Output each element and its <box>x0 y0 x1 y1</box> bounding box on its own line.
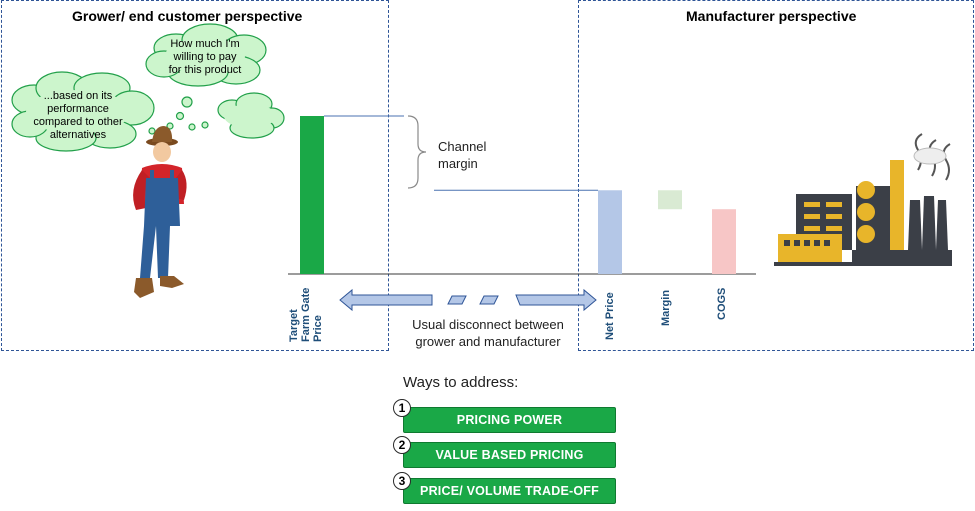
manufacturer-panel <box>578 0 974 351</box>
manufacturer-panel-title: Manufacturer perspective <box>686 8 857 24</box>
bar-net-price <box>598 190 622 274</box>
thought-cloud-main <box>145 23 267 87</box>
bar-cogs <box>712 209 736 274</box>
bar-margin <box>658 190 682 210</box>
factory-illustration <box>774 133 952 266</box>
category-label-farm-gate: Target Farm Gate Price <box>288 287 324 342</box>
way-label: PRICE/ VOLUME TRADE-OFF <box>420 484 599 498</box>
thought-bubbles <box>148 96 209 135</box>
way-number-1: 1 <box>393 399 411 417</box>
channel-margin-bracket <box>407 115 427 189</box>
disconnect-arrows <box>339 288 597 312</box>
grower-panel-title: Grower/ end customer perspective <box>72 8 303 24</box>
way-label: VALUE BASED PRICING <box>435 448 584 462</box>
disconnect-label: Usual disconnect between grower and manu… <box>412 317 564 349</box>
way-number-2: 2 <box>393 436 411 454</box>
way-value-based-pricing: VALUE BASED PRICING <box>403 442 616 468</box>
thought-main-text: How much I'm willing to pay for this pro… <box>168 38 242 76</box>
category-label-net-price: Net Price <box>604 292 616 340</box>
way-number-3: 3 <box>393 472 411 490</box>
thought-cloud-empty <box>217 92 285 139</box>
ways-title: Ways to address: <box>403 374 519 391</box>
grower-panel <box>1 0 389 351</box>
price-waterfall-chart <box>288 115 756 275</box>
thought-secondary-text: ...based on its performance compared to … <box>33 90 123 141</box>
bar-farm-gate-price <box>300 116 324 274</box>
way-label: PRICING POWER <box>456 413 563 427</box>
category-label-cogs: COGS <box>716 287 728 320</box>
thought-cloud-secondary <box>11 71 155 152</box>
channel-margin-label: Channel margin <box>438 139 487 171</box>
way-price-volume-tradeoff: PRICE/ VOLUME TRADE-OFF <box>403 478 616 504</box>
farmer-illustration <box>133 126 187 298</box>
way-pricing-power: PRICING POWER <box>403 407 616 433</box>
category-label-margin: Margin <box>660 289 672 326</box>
